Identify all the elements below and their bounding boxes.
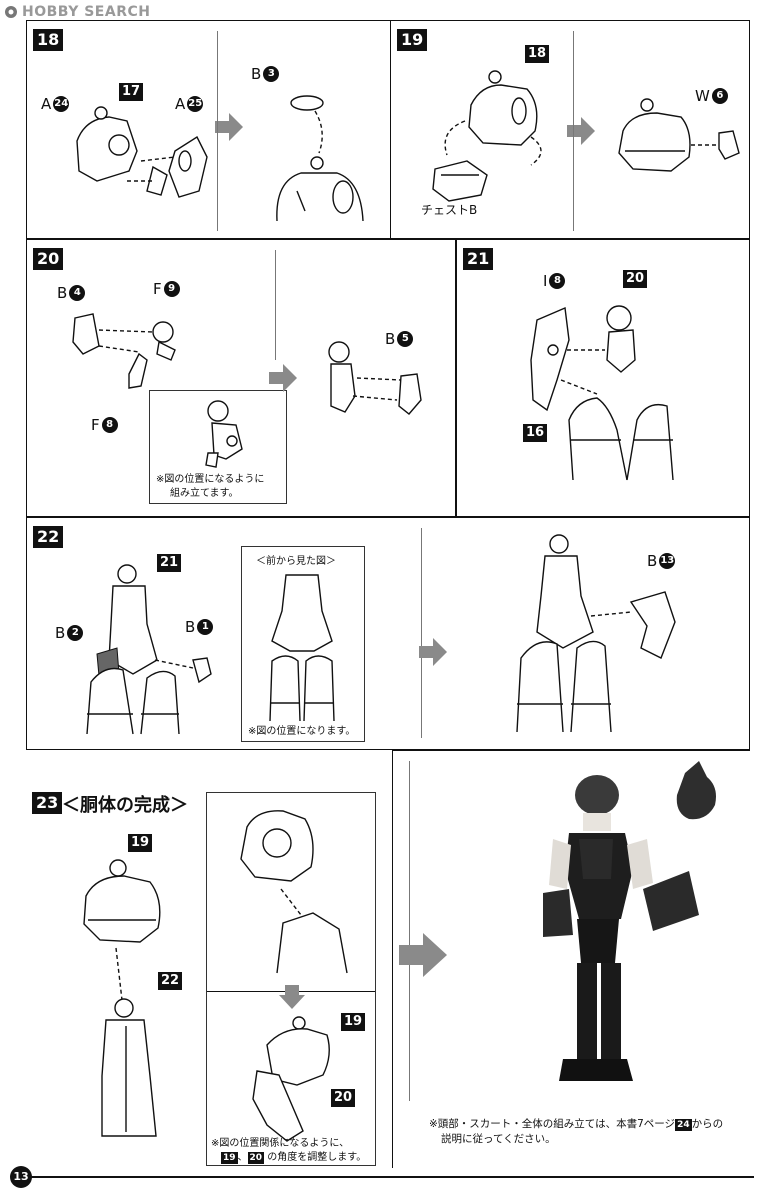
flow-arrow-icon	[567, 117, 595, 145]
front-view-drawing	[269, 574, 335, 722]
assembled-chest-drawing	[618, 98, 740, 172]
front-view-note: ※図の位置になります。	[248, 726, 356, 737]
panel-divider	[421, 528, 422, 738]
step-23-number: 23	[32, 792, 63, 814]
page-baseline	[30, 1176, 754, 1178]
label-18: 18	[525, 45, 550, 63]
upper-chest-drawing	[432, 70, 542, 202]
panel-divider	[217, 31, 218, 231]
detail-note-line1: ※図の位置関係になるように、	[211, 1138, 350, 1149]
step-20-number: 20	[33, 248, 64, 270]
watermark-logo: HOBBY SEARCH	[4, 4, 150, 20]
panel-divider	[275, 250, 276, 360]
label-20b: 20	[331, 1089, 356, 1107]
flow-arrow-icon	[399, 933, 447, 977]
step-22-front-view-inset: ＜前から見た図＞ ※図の位置になります。	[241, 546, 365, 742]
step-19-number: 19	[397, 29, 428, 51]
joint-position-drawing	[205, 400, 243, 468]
inset-note-line2: 組み立てます。	[170, 488, 239, 499]
step-23-detail-inset: 19 20 ※図の位置関係になるように、 19、20 の角度を調整します。	[206, 792, 376, 1166]
label-19b: 19	[341, 1013, 366, 1031]
chest-and-torso-drawing	[83, 859, 161, 1137]
watermark-text: HOBBY SEARCH	[22, 4, 151, 20]
panel-divider	[573, 31, 574, 231]
step-20-inset: ※図の位置になるように 組み立てます。	[149, 390, 287, 504]
torso-frame-drawing	[530, 305, 674, 481]
step-23-title: ＜胴体の完成＞	[62, 795, 188, 816]
final-note-line2: 説明に従ってください。	[441, 1133, 556, 1145]
panel-divider	[409, 761, 410, 1101]
label-19: 19	[128, 834, 153, 852]
label-22: 22	[158, 972, 183, 990]
front-view-title: ＜前から見た図＞	[256, 556, 336, 567]
shoulder-assembly-drawing	[328, 341, 422, 415]
label-chest-b: チェストB	[421, 203, 478, 217]
step-23-panel: 23 ＜胴体の完成＞ 19 22 19 20	[26, 776, 392, 1168]
label-17: 17	[119, 83, 144, 101]
label-21: 21	[157, 554, 182, 572]
detail-note-line2: 19、20 の角度を調整します。	[221, 1152, 367, 1164]
torso-waist-drawing	[86, 564, 212, 735]
flow-arrow-icon	[215, 113, 243, 141]
step-18-number: 18	[33, 29, 64, 51]
flow-arrow-icon	[419, 638, 447, 666]
inset-note-line1: ※図の位置になるように	[156, 474, 265, 485]
chest-part-drawing	[76, 106, 208, 198]
completed-figure-photo	[543, 761, 716, 1081]
label-16: 16	[523, 424, 548, 442]
page-number: 13	[10, 1166, 32, 1188]
logo-icon	[5, 6, 17, 18]
down-arrow-icon	[279, 985, 305, 1009]
detail-chest-drawing	[240, 810, 348, 974]
torso-assembled-drawing	[516, 534, 676, 733]
shoulder-joint-drawing	[72, 313, 176, 389]
chest-with-collar-drawing	[276, 95, 364, 222]
detail-assembled-drawing	[252, 1016, 330, 1142]
step-22-number: 22	[33, 526, 64, 548]
step-21-number: 21	[463, 248, 494, 270]
flow-arrow-icon	[269, 364, 297, 392]
label-20: 20	[623, 270, 648, 288]
